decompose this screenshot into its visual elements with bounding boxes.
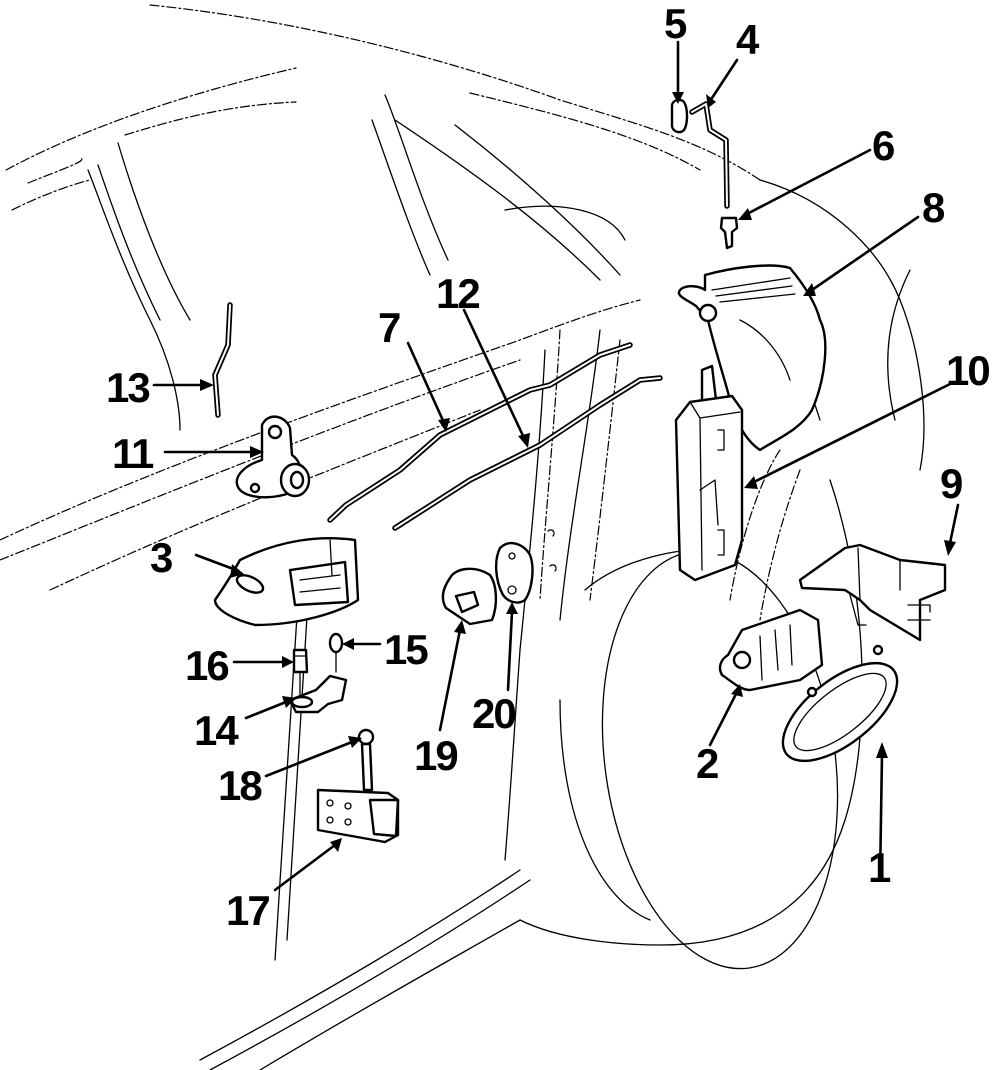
- part-8-lock-assembly[interactable]: [677, 264, 827, 452]
- part-20-plate[interactable]: [495, 541, 534, 604]
- door-shut-line-3: [589, 339, 621, 601]
- door-frame-curve: [504, 205, 626, 241]
- leader-9: [948, 503, 960, 545]
- leader-3: [194, 553, 238, 572]
- rear-window-post-2: [371, 119, 431, 276]
- leader-6: [743, 148, 872, 217]
- quarter-inner-1: [729, 449, 781, 601]
- leader-19: [438, 628, 462, 732]
- part-9-reinforcement[interactable]: [798, 543, 947, 642]
- part-17-hinge[interactable]: [316, 788, 400, 844]
- door-rear-edge: [504, 349, 546, 861]
- vehicle-body-outline: [0, 4, 925, 1070]
- callout-1[interactable]: 1: [868, 844, 893, 891]
- callout-11[interactable]: 11: [112, 430, 156, 477]
- leader-2: [708, 690, 739, 747]
- leader-1: [878, 753, 884, 882]
- leader-lines: [152, 40, 960, 892]
- part-1-outside-handle[interactable]: [767, 644, 914, 779]
- rocker-line: [199, 869, 521, 1061]
- leader-17: [273, 843, 337, 892]
- part-11-lock-cylinder[interactable]: [235, 415, 311, 499]
- rear-quarter-window: [394, 119, 601, 281]
- callout-12[interactable]: 12: [436, 270, 481, 317]
- callout-9[interactable]: 9: [940, 460, 964, 507]
- callout-5[interactable]: 5: [664, 0, 689, 47]
- tail-light-edge: [887, 269, 911, 421]
- leader-12: [462, 308, 527, 442]
- wheel-arch: [519, 479, 863, 946]
- wheel: [601, 550, 839, 970]
- callout-19[interactable]: 19: [414, 732, 459, 779]
- callout-20[interactable]: 20: [472, 690, 517, 737]
- part-10-lock-actuator[interactable]: [674, 364, 744, 582]
- leader-14: [244, 700, 288, 720]
- part-14-check[interactable]: [288, 674, 348, 714]
- quarter-inner-2: [759, 469, 801, 621]
- part-5-lock-knob[interactable]: [670, 98, 689, 134]
- roof-line-inner: [469, 92, 701, 171]
- leader-7-line: [406, 341, 447, 427]
- callout-7[interactable]: 7: [378, 304, 402, 351]
- door-shut-line: [559, 329, 601, 621]
- leader-8: [810, 215, 920, 292]
- leader-20: [506, 610, 514, 692]
- door-shut-line-2: [539, 329, 561, 601]
- part-12-rod[interactable]: [392, 375, 663, 531]
- callout-10[interactable]: 10: [946, 347, 991, 394]
- b-pillar-mid: [97, 164, 161, 321]
- callout-18[interactable]: 18: [218, 762, 264, 809]
- callout-17[interactable]: 17: [226, 887, 271, 934]
- callout-14[interactable]: 14: [194, 707, 241, 754]
- screw-fasteners: [547, 529, 557, 572]
- part-4-lock-rod[interactable]: [689, 101, 730, 209]
- part-2-handle-bracket[interactable]: [718, 608, 824, 692]
- b-pillar-inner: [117, 142, 191, 321]
- front-window-frame-c: [124, 101, 297, 136]
- belt-line: [0, 299, 641, 541]
- part-13-rod[interactable]: [212, 302, 233, 418]
- callout-4[interactable]: 4: [736, 16, 762, 63]
- hinge-pillar-edge: [274, 599, 299, 961]
- callout-3[interactable]: 3: [150, 534, 174, 581]
- front-window-frame-a: [27, 157, 83, 184]
- callout-6[interactable]: 6: [872, 122, 896, 169]
- rear-quarter-window-2: [454, 124, 621, 276]
- part-3-inside-handle[interactable]: [213, 537, 360, 627]
- front-window-frame-b: [11, 179, 91, 211]
- callout-8[interactable]: 8: [922, 184, 947, 231]
- quarter-panel: [759, 179, 925, 471]
- part-15-bolt[interactable]: [328, 632, 344, 673]
- part-19-striker[interactable]: [441, 567, 498, 626]
- roof-line: [149, 4, 761, 181]
- part-16-bolt[interactable]: [292, 648, 309, 701]
- callout-2[interactable]: 2: [696, 740, 720, 787]
- part-7-rod[interactable]: [327, 342, 633, 523]
- belt-line-2: [0, 359, 521, 561]
- part-6-grommet[interactable]: [719, 216, 739, 250]
- callout-15[interactable]: 15: [384, 626, 430, 673]
- leader-4: [710, 58, 739, 100]
- callout-labels: 1 2 3 4 5 6 7 8 9 10 11 12 13 14 15 16 1…: [106, 0, 991, 934]
- rocker-line-3: [259, 919, 521, 1070]
- wheel-arch-inner: [559, 699, 651, 921]
- b-pillar-outer: [87, 169, 181, 431]
- rear-window-post: [384, 94, 449, 261]
- hinge-pillar-edge-2: [286, 599, 309, 941]
- callout-13[interactable]: 13: [106, 364, 151, 411]
- front-window-frame-top: [5, 67, 297, 171]
- callout-16[interactable]: 16: [185, 642, 230, 689]
- leader-18: [264, 740, 354, 778]
- part-18-bolt[interactable]: [357, 728, 375, 792]
- rocker-line-2: [209, 879, 531, 1070]
- leader-10: [750, 381, 954, 485]
